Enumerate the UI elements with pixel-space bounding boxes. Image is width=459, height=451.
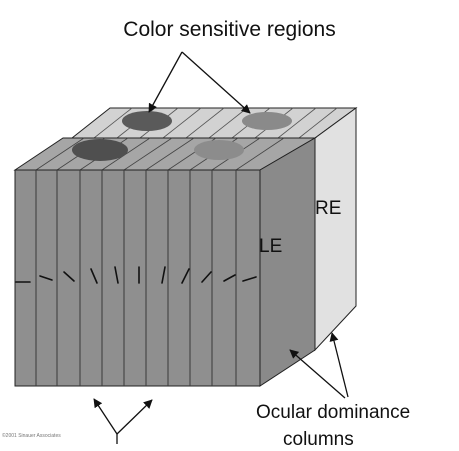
color-blob-back-right <box>242 112 292 130</box>
color-blob-front-right <box>194 140 244 160</box>
arrow-bottom-left <box>93 398 118 435</box>
arrow-ocular-le <box>289 349 346 399</box>
color-blob-front-left <box>72 139 128 161</box>
front-column-lines <box>35 170 237 386</box>
right-eye-label: RE <box>315 198 342 219</box>
arrow-ocular-re <box>329 332 349 398</box>
arrow-color-left <box>148 51 183 113</box>
re-slab-top <box>70 107 358 139</box>
copyright-text: ©2001 Sinauer Associates <box>2 433 61 439</box>
color-blob-back-left <box>122 111 172 131</box>
color-sensitive-regions-label: Color sensitive regions <box>123 18 336 41</box>
orientation-ticks <box>15 266 257 284</box>
ocular-dominance-label: Ocular dominance <box>256 402 411 423</box>
le-front-face <box>14 169 261 387</box>
re-top-column-lines <box>93 107 338 139</box>
columns-label: columns <box>283 429 354 450</box>
left-eye-label: LE <box>259 236 283 257</box>
arrow-bottom-right <box>116 399 153 435</box>
re-slab-side <box>314 107 357 352</box>
le-cube-side <box>259 137 316 387</box>
arrow-color-right <box>181 51 251 114</box>
